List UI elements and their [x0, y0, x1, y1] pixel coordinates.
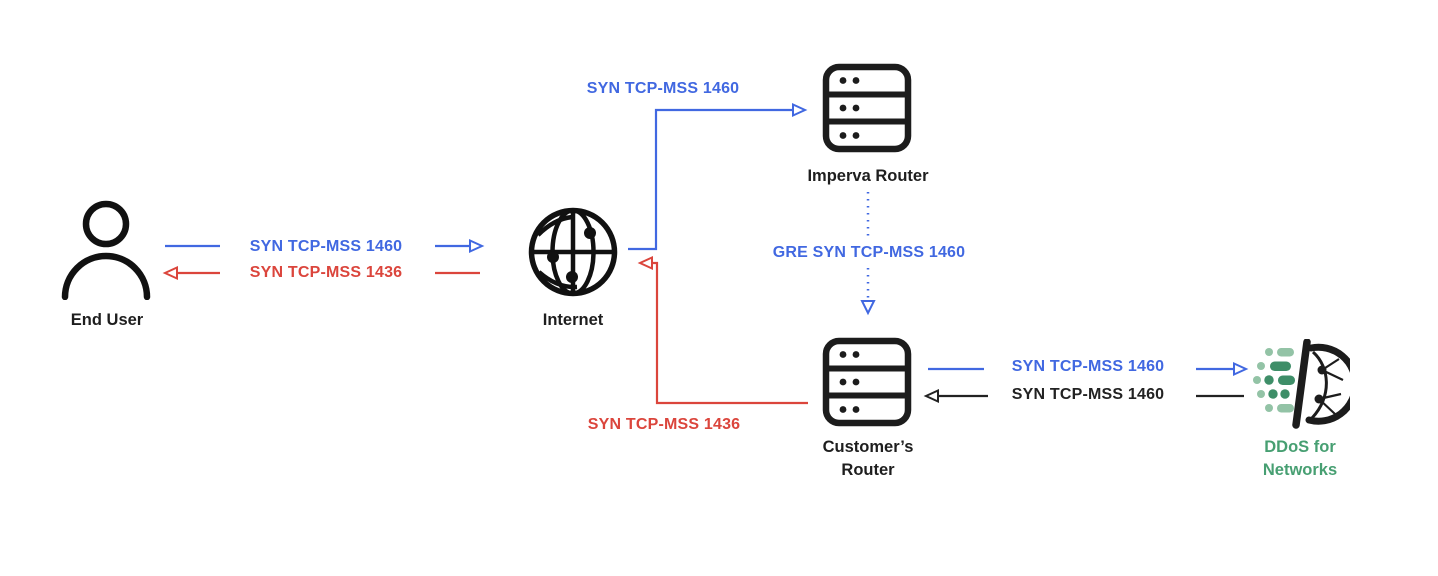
end-user-label: End User — [70, 311, 144, 329]
flow-label-customer-to-ddos: SYN TCP-MSS 1460 — [1011, 358, 1165, 375]
flow-label-end-user-to-internet: SYN TCP-MSS 1460 — [249, 238, 403, 255]
customer-router-label-line1: Customer’s — [822, 438, 914, 456]
flow-customer-to-ddos-arrow — [928, 361, 1249, 377]
flow-label-gre-tunnel: GRE SYN TCP-MSS 1460 — [772, 244, 966, 261]
flow-label-internet-to-imperva: SYN TCP-MSS 1460 — [586, 80, 740, 97]
flow-end-user-to-internet-arrow — [165, 238, 485, 254]
imperva-router-label: Imperva Router — [807, 167, 929, 185]
ddos-protection-icon — [1253, 339, 1350, 429]
internet-label: Internet — [542, 311, 604, 329]
server-icon — [822, 337, 912, 427]
flow-gre-tunnel-arrow — [860, 192, 876, 316]
globe-icon — [528, 207, 618, 297]
ddos-label-line1: DDoS for — [1264, 438, 1336, 456]
flow-ddos-to-customer-arrow — [923, 388, 1244, 404]
customer-router-label-line2: Router — [841, 461, 895, 479]
flow-internet-to-end-user-arrow — [162, 265, 480, 281]
flow-label-internet-to-end-user: SYN TCP-MSS 1436 — [249, 264, 403, 281]
server-icon — [822, 63, 912, 153]
ddos-for-networks-label: DDoS for Networks — [1240, 436, 1360, 482]
person-icon — [61, 200, 151, 300]
flow-customer-to-internet-arrow — [637, 255, 808, 405]
customer-router-label: Customer’s Router — [808, 436, 928, 482]
flow-internet-to-imperva-arrow — [628, 102, 808, 251]
ddos-label-line2: Networks — [1262, 461, 1338, 479]
flow-label-customer-to-internet: SYN TCP-MSS 1436 — [587, 416, 741, 433]
flow-label-ddos-to-customer: SYN TCP-MSS 1460 — [1011, 386, 1165, 403]
